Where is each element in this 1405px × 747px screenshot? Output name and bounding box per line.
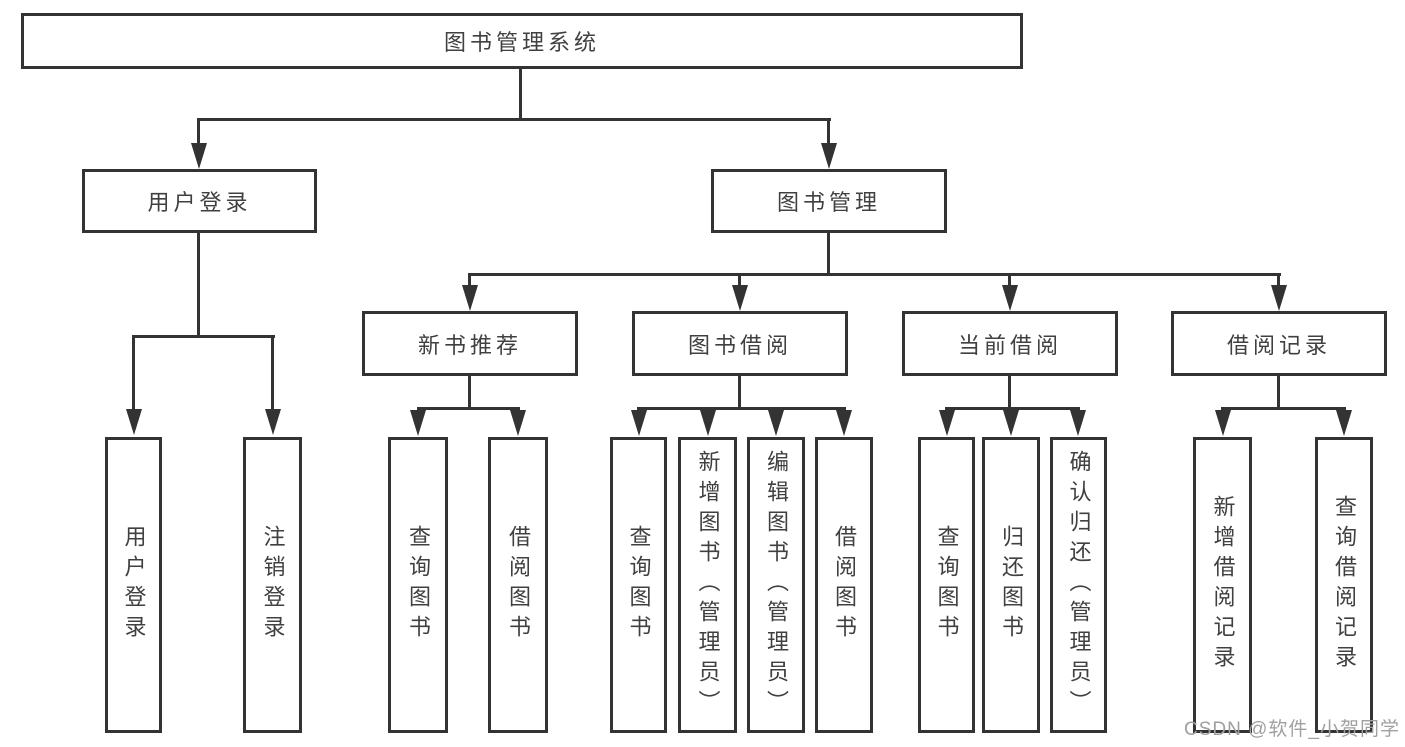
connector-arrow-icon [939, 410, 955, 436]
leaf-query-borrow-record: 查询借阅记录 [1315, 437, 1373, 733]
leaf-query-books-3: 查询图书 [918, 437, 975, 733]
connector-arrow-icon [768, 410, 784, 436]
leaf-edit-book-admin: 编辑图书（管理员） [747, 437, 805, 733]
leaf-return-book: 归还图书 [982, 437, 1040, 733]
leaf-query-books-1: 查询图书 [388, 437, 448, 733]
node-current-borrow: 当前借阅 [902, 311, 1118, 376]
connector-arrow-icon [410, 410, 426, 436]
connector-line [197, 118, 200, 144]
connector-arrow-icon [1215, 410, 1231, 436]
connector-arrow-icon [1003, 410, 1019, 436]
connector-line [519, 69, 522, 118]
connector-line [132, 335, 135, 410]
connector-arrow-icon [1271, 285, 1287, 311]
connector-line [417, 407, 520, 410]
connector-arrow-icon [510, 410, 526, 436]
connector-line [132, 335, 275, 338]
connector-line [1008, 376, 1011, 410]
node-user-login: 用户登录 [82, 169, 317, 233]
connector-arrow-icon [1002, 285, 1018, 311]
connector-line [1277, 376, 1280, 410]
leaf-confirm-return-admin: 确认归还（管理员） [1050, 437, 1107, 733]
connector-line [271, 335, 274, 410]
connector-arrow-icon [1070, 410, 1086, 436]
connector-line [738, 276, 741, 287]
connector-line [827, 118, 830, 144]
connector-line [468, 276, 471, 287]
leaf-query-books-2: 查询图书 [610, 437, 667, 733]
connector-arrow-icon [1336, 410, 1352, 436]
connector-line [1221, 407, 1346, 410]
connector-arrow-icon [821, 143, 837, 169]
connector-line [468, 273, 1281, 276]
connector-line [1277, 276, 1280, 287]
connector-arrow-icon [700, 410, 716, 436]
connector-line [738, 376, 741, 410]
connector-line [197, 118, 831, 121]
connector-arrow-icon [126, 409, 142, 435]
connector-arrow-icon [462, 285, 478, 311]
leaf-borrow-books-1: 借阅图书 [488, 437, 548, 733]
node-borrow-records: 借阅记录 [1171, 311, 1387, 376]
connector-arrow-icon [732, 285, 748, 311]
connector-line [637, 407, 846, 410]
connector-line [197, 233, 200, 338]
connector-arrow-icon [191, 143, 207, 169]
connector-line [1008, 276, 1011, 287]
connector-line [945, 407, 1080, 410]
connector-line [827, 233, 830, 276]
leaf-borrow-books-2: 借阅图书 [815, 437, 873, 733]
connector-arrow-icon [836, 410, 852, 436]
leaf-user-login: 用户登录 [105, 437, 162, 733]
leaf-add-borrow-record: 新增借阅记录 [1193, 437, 1252, 733]
connector-arrow-icon [631, 410, 647, 436]
node-root: 图书管理系统 [21, 13, 1023, 69]
leaf-logout: 注销登录 [243, 437, 302, 733]
watermark: CSDN @软件_小贺同学 [1184, 719, 1400, 740]
node-new-book-recommend: 新书推荐 [362, 311, 578, 376]
leaf-add-book-admin: 新增图书（管理员） [678, 437, 737, 733]
node-book-management: 图书管理 [711, 169, 947, 233]
connector-line [468, 376, 471, 410]
node-book-borrow: 图书借阅 [632, 311, 848, 376]
connector-arrow-icon [265, 409, 281, 435]
